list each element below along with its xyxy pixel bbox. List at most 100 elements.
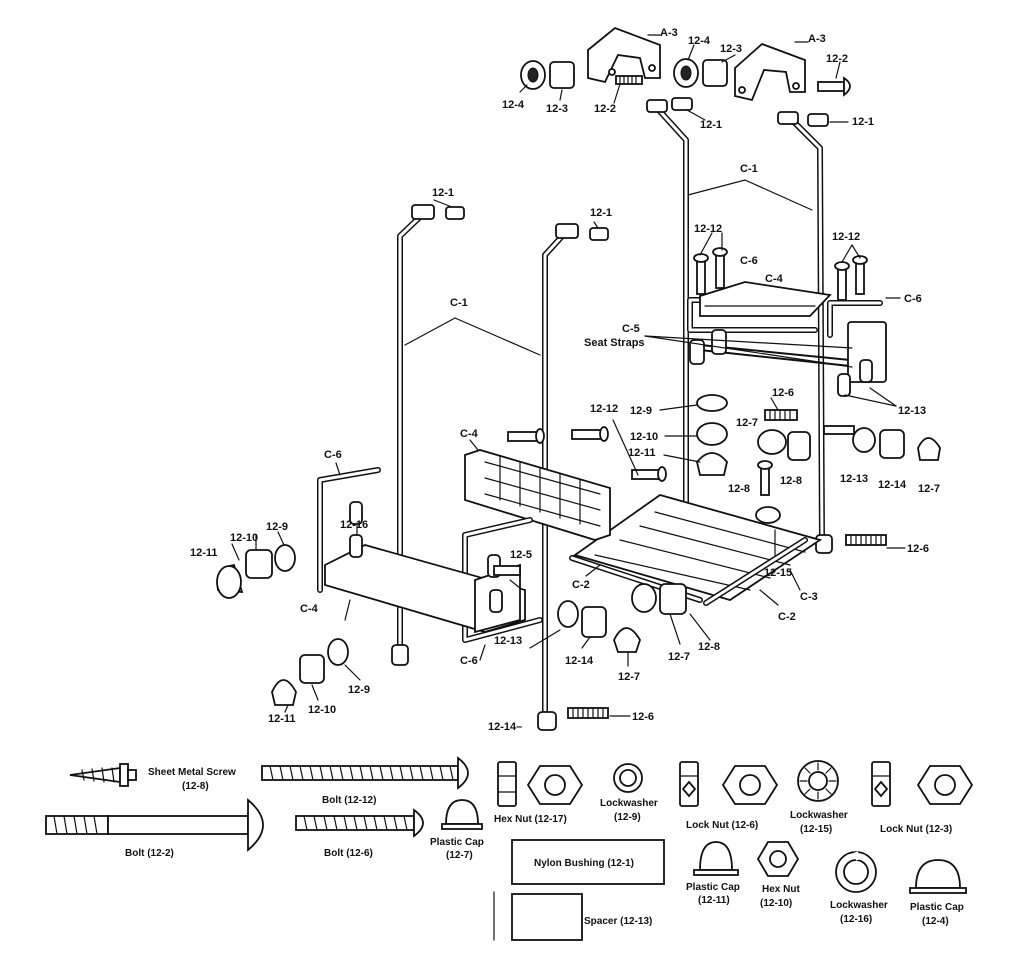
callout-12-14-b: 12-14	[565, 655, 594, 667]
legend-hex-nut-12-10: Hex Nut (12-10)	[756, 841, 800, 909]
bolt-12-2-a	[615, 75, 643, 85]
legend-spacer-12-13: Spacer (12-13)	[493, 891, 652, 941]
callout-c4-top: C-4	[765, 273, 784, 285]
bolt-12-12-front-b	[571, 426, 609, 442]
legend-lock-nut-12-3: Lock Nut (12-3)	[871, 761, 974, 835]
callout-12-14-c: 12-14–	[488, 721, 522, 733]
legend-nylon-bushing-label: Nylon Bushing (12-1)	[534, 858, 634, 869]
legend-hex-nut-12-17: Hex Nut (12-17)	[494, 761, 584, 825]
legend-lock-nut-12-6: Lock Nut (12-6)	[679, 761, 779, 831]
legend-bolt-12-6-label: Bolt (12-6)	[324, 848, 373, 859]
plastic-cap-12-11-left-body	[216, 565, 242, 599]
callout-c4-left: C-4	[300, 603, 319, 615]
callout-12-13-a: 12-13	[898, 405, 926, 417]
plastic-cap-12-7-mid	[613, 627, 641, 653]
bolt-12-12-top-pair-a	[693, 247, 728, 295]
callout-12-5: 12-5	[510, 549, 532, 561]
legend-spacer-label: Spacer (12-13)	[584, 916, 652, 927]
callout-12-9-c: 12-9	[348, 684, 370, 696]
callout-12-3-b: 12-3	[720, 43, 742, 55]
callout-c2-right: C-2	[778, 611, 796, 623]
callout-12-10-a: 12-10	[630, 431, 658, 443]
callout-seat-straps: Seat Straps	[584, 337, 645, 349]
legend-bolt-12-2-label: Bolt (12-2)	[125, 848, 174, 859]
tube-end-top-a	[411, 204, 435, 220]
legend-plastic-cap-12-11-label: Plastic Cap	[686, 882, 740, 893]
legend-plastic-cap-12-11: Plastic Cap (12-11)	[686, 841, 740, 906]
callout-a3-left: A-3	[660, 27, 678, 39]
lockwasher-12-15	[755, 506, 781, 524]
hex-nut-12-10-center	[696, 422, 728, 446]
bolt-12-12-front-c	[631, 466, 667, 482]
callout-12-7-c: 12-7	[668, 651, 690, 663]
callout-12-6-a: 12-6	[772, 387, 794, 399]
seat-c4-top	[699, 281, 832, 317]
callout-c1-top: C-1	[740, 163, 758, 175]
spacer-left-a	[349, 501, 363, 525]
callout-12-15: 12-15	[764, 567, 792, 579]
legend-sheet-metal-screw-label: Sheet Metal Screw	[148, 767, 236, 778]
callout-12-1-c: 12-1	[700, 119, 722, 131]
legend-lockwasher-12-9-num: (12-9)	[614, 812, 641, 823]
callout-12-12-a: 12-12	[694, 223, 722, 235]
lock-nut-12-3-a	[549, 61, 575, 89]
legend-lockwasher-12-16: Lockwasher (12-16)	[830, 851, 888, 925]
seat-strap-assembly	[689, 321, 887, 397]
callout-c5: C-5	[622, 323, 640, 335]
legend-lock-nut-12-6-label: Lock Nut (12-6)	[686, 820, 758, 831]
legend-sheet-metal-screw-num: (12-8)	[182, 781, 209, 792]
legend-plastic-cap-12-7: Plastic Cap (12-7)	[430, 799, 484, 861]
legend-sheet-metal-screw: Sheet Metal Screw (12-8)	[69, 763, 236, 792]
bracket-a3-right	[734, 42, 806, 102]
callout-12-7-d: 12-7	[618, 671, 640, 683]
lockwasher-12-13-mid	[557, 600, 579, 628]
tube-end-top-b	[555, 223, 579, 239]
legend-hex-nut-12-10-label: Hex Nut	[762, 884, 800, 895]
callout-12-11-b: 12-11	[190, 547, 218, 559]
seat-c4-front	[464, 449, 611, 541]
bolt-12-12-top-pair-b	[834, 255, 868, 301]
nylon-bushing-d	[807, 113, 829, 127]
callout-12-4-a: 12-4	[502, 99, 525, 111]
callout-c3: C-3	[800, 591, 818, 603]
callout-12-7-a: 12-7	[736, 417, 758, 429]
callout-12-1-a: 12-1	[432, 187, 454, 199]
leader-lines	[231, 34, 906, 717]
bolt-12-12-front-a	[507, 428, 545, 444]
callout-a3-right: A-3	[808, 33, 826, 45]
legend-lockwasher-12-15-num: (12-15)	[800, 824, 832, 835]
callout-12-12-c: 12-12	[590, 403, 618, 415]
callout-12-10-c: 12-10	[308, 704, 336, 716]
callout-12-8-c: 12-8	[698, 641, 720, 653]
frame-tube-front-left	[397, 212, 425, 663]
plastic-cap-12-7-right	[757, 429, 787, 455]
nylon-bushing-b	[589, 227, 609, 241]
legend-lock-nut-12-3-label: Lock Nut (12-3)	[880, 824, 952, 835]
plastic-cap-12-4-a-hole	[527, 67, 539, 83]
callout-12-2-a: 12-2	[594, 103, 616, 115]
callout-12-4-b: 12-4	[688, 35, 711, 47]
callout-12-11-c: 12-11	[268, 713, 296, 725]
callout-12-3-a: 12-3	[546, 103, 568, 115]
legend-plastic-cap-12-4: Plastic Cap (12-4)	[909, 859, 967, 927]
callout-12-13-b: 12-13	[840, 473, 868, 485]
callout-c6-bottom: C-6	[460, 655, 478, 667]
lock-nut-12-14-right	[879, 429, 905, 459]
callout-12-9-a: 12-9	[630, 405, 652, 417]
callout-12-7-b: 12-7	[918, 483, 940, 495]
legend-bolt-12-12-label: Bolt (12-12)	[322, 795, 376, 806]
nylon-bushing-c	[671, 97, 693, 111]
plastic-cap-12-11-lower	[271, 679, 297, 706]
bolt-12-6-right-lower	[845, 534, 887, 546]
callout-12-16: 12-16	[340, 519, 368, 531]
lockwasher-12-9-left	[274, 544, 296, 572]
bracket-a3-left	[587, 26, 661, 84]
tube-end-top-c	[646, 99, 668, 113]
legend-bolt-12-6: Bolt (12-6)	[295, 808, 424, 859]
lock-nut-12-8-mid	[659, 583, 687, 615]
callout-c6-left: C-6	[324, 449, 342, 461]
callout-12-8-b: 12-8	[728, 483, 750, 495]
legend-lockwasher-12-9-label: Lockwasher	[600, 798, 658, 809]
nylon-bushing-a	[445, 206, 465, 220]
lock-nut-12-6-right	[787, 431, 811, 461]
